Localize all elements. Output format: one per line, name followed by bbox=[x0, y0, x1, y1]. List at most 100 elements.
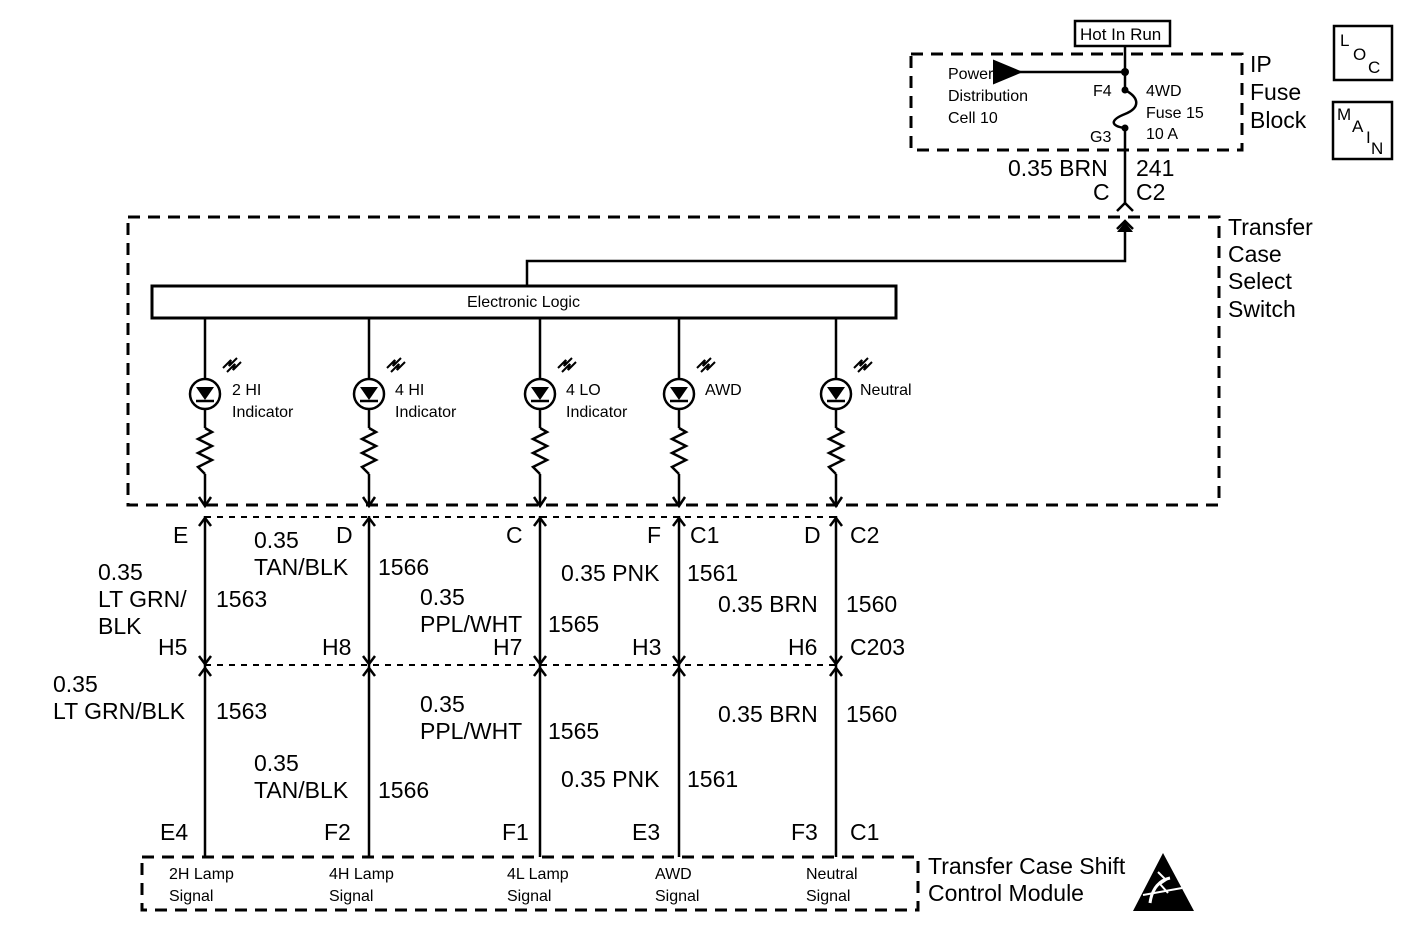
mid-pin-h5: H5 bbox=[158, 634, 187, 660]
supply-circuit: 241 bbox=[1136, 155, 1174, 181]
lw5-label: 0.35 BRN bbox=[718, 701, 818, 727]
loc-letter-c: C bbox=[1368, 58, 1380, 77]
connector-mid-mark-awd bbox=[672, 665, 686, 677]
power-dist-label-1: Power bbox=[948, 66, 994, 83]
signal-4h-l1: 4H Lamp bbox=[329, 866, 394, 883]
logic-feed-wire bbox=[525, 222, 1127, 286]
uw5-label: 0.35 BRN bbox=[718, 591, 818, 617]
mid-pin-h8: H8 bbox=[322, 634, 351, 660]
select-switch-outline bbox=[126, 215, 1221, 507]
signal-awd-l1: AWD bbox=[655, 866, 692, 883]
lw1-color: LT GRN/BLK bbox=[53, 698, 186, 724]
supply-wire-color: 0.35 BRN bbox=[1008, 155, 1108, 181]
shift-control-module-outline bbox=[140, 855, 920, 912]
connector-mid-arrow-awd bbox=[672, 655, 686, 667]
fuse-block-title-3: Block bbox=[1250, 107, 1307, 133]
lw2-circuit: 1566 bbox=[378, 777, 429, 803]
mid-pin-h6: H6 bbox=[788, 634, 817, 660]
loc-box[interactable] bbox=[1332, 24, 1394, 82]
electronic-logic-box bbox=[150, 284, 898, 320]
led-4hi-ray-1 bbox=[386, 357, 402, 369]
lw3-circuit: 1565 bbox=[548, 718, 599, 744]
led-awd-diode bbox=[670, 387, 688, 400]
bottom-connector-c1: C1 bbox=[850, 819, 879, 845]
lw5-circuit: 1560 bbox=[846, 701, 897, 727]
led-awd-ray-2 bbox=[700, 361, 716, 373]
pin-arrow-4hi bbox=[361, 496, 377, 509]
led-awd-ray-1 bbox=[696, 357, 712, 369]
connector-mid-arrow-neutral bbox=[829, 655, 843, 667]
bottom-pin-f1: F1 bbox=[502, 819, 529, 845]
led-4lo-ray-1 bbox=[557, 357, 573, 369]
top-pin-c: C bbox=[506, 522, 523, 548]
led-2hi-ray-2 bbox=[226, 361, 242, 373]
indicator-sublabel-4lo: Indicator bbox=[566, 404, 628, 421]
uw3-color: PPL/WHT bbox=[420, 611, 522, 637]
ip-fuse-block-outline bbox=[909, 52, 1244, 152]
fuse-block-title-1: IP bbox=[1250, 51, 1272, 77]
led-4hi-ray-2 bbox=[390, 361, 406, 373]
led-neutral-ray-2 bbox=[857, 361, 873, 373]
lw1-circuit: 1563 bbox=[216, 698, 267, 724]
mid-pin-h7: H7 bbox=[493, 634, 522, 660]
main-letter-n: N bbox=[1371, 139, 1383, 158]
fuse-in-pin: F4 bbox=[1093, 83, 1112, 100]
signal-4l-l2: Signal bbox=[507, 888, 551, 905]
switch-title-2: Case bbox=[1228, 241, 1282, 267]
uw2-color: TAN/BLK bbox=[254, 554, 349, 580]
electronic-logic-label: Electronic Logic bbox=[467, 294, 580, 311]
main-letter-a: A bbox=[1352, 117, 1364, 136]
fuse-symbol bbox=[1112, 88, 1138, 130]
fuse-out-pin: G3 bbox=[1090, 129, 1111, 146]
uw1-circuit: 1563 bbox=[216, 586, 267, 612]
main-letter-i: I bbox=[1366, 128, 1371, 147]
uw4-label: 0.35 PNK bbox=[561, 560, 660, 586]
mid-connector-c203: C203 bbox=[850, 634, 905, 660]
fuse-name-3: 10 A bbox=[1146, 126, 1178, 143]
uw1-size: 0.35 bbox=[98, 559, 143, 585]
resistor-neutral bbox=[826, 426, 846, 475]
uw1-color1: LT GRN/ bbox=[98, 586, 187, 612]
top-connector-c1: C1 bbox=[690, 522, 719, 548]
switch-title-4: Switch bbox=[1228, 296, 1296, 322]
signal-awd-l2: Signal bbox=[655, 888, 699, 905]
signal-2h-l2: Signal bbox=[169, 888, 213, 905]
resistor-awd bbox=[669, 426, 689, 475]
indicator-label-4hi: 4 HI bbox=[395, 382, 424, 399]
pin-arrow-neutral bbox=[828, 496, 844, 509]
resistor-4hi bbox=[359, 426, 379, 475]
loc-letter-o: O bbox=[1353, 45, 1366, 64]
connector-symbol-c2-top bbox=[1116, 201, 1134, 212]
bottom-pin-e4: E4 bbox=[160, 819, 188, 845]
fuse-block-title-2: Fuse bbox=[1250, 79, 1301, 105]
indicator-sublabel-2hi: Indicator bbox=[232, 404, 294, 421]
pin-arrow-4lo bbox=[532, 496, 548, 509]
indicator-label-2hi: 2 HI bbox=[232, 382, 261, 399]
connector-mid-arrow-2hi bbox=[198, 655, 212, 667]
uw2-size: 0.35 bbox=[254, 527, 299, 553]
connector-mid-mark-4lo bbox=[533, 665, 547, 677]
uw1-color2: BLK bbox=[98, 613, 142, 639]
hot-in-run-label: Hot In Run bbox=[1080, 25, 1161, 44]
connector-top-mark-neutral bbox=[829, 515, 843, 527]
bottom-pin-f2: F2 bbox=[324, 819, 351, 845]
power-dist-label-3: Cell 10 bbox=[948, 110, 998, 127]
signal-4h-l2: Signal bbox=[329, 888, 373, 905]
supply-pin: C bbox=[1093, 179, 1110, 205]
indicator-sublabel-4hi: Indicator bbox=[395, 404, 457, 421]
connector-mid-arrow-4hi bbox=[362, 655, 376, 667]
lw3-color: PPL/WHT bbox=[420, 718, 522, 744]
uw4-circuit: 1561 bbox=[687, 560, 738, 586]
main-box[interactable] bbox=[1331, 100, 1394, 161]
lw3-size: 0.35 bbox=[420, 691, 465, 717]
led-4hi-diode bbox=[360, 387, 378, 400]
switch-title-1: Transfer bbox=[1228, 214, 1313, 240]
signal-2h-l1: 2H Lamp bbox=[169, 866, 234, 883]
top-pin-f: F bbox=[647, 522, 661, 548]
indicator-label-4lo: 4 LO bbox=[566, 382, 601, 399]
loc-letter-l: L bbox=[1340, 31, 1349, 50]
module-title-2: Control Module bbox=[928, 880, 1084, 906]
connector-top-mark-2hi bbox=[198, 515, 212, 527]
